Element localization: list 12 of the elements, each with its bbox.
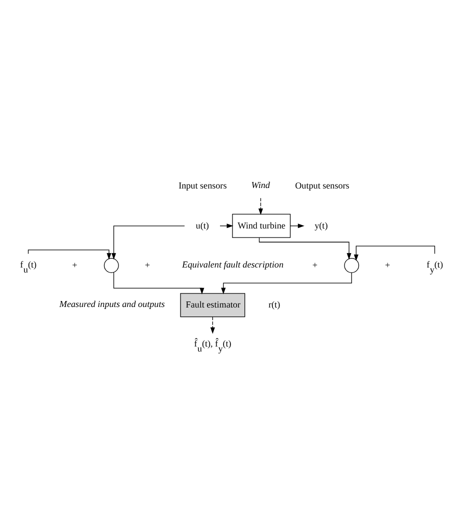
label: + [72, 259, 78, 270]
node-text: y(t) [314, 220, 328, 230]
label: Input sensors [178, 180, 227, 190]
label: Equivalent fault description [182, 258, 284, 269]
node-text: Wind [251, 180, 270, 190]
label: Output sensors [295, 180, 350, 190]
label: Measured inputs and outputs [59, 298, 165, 308]
label: + [312, 259, 318, 270]
node-label: r(t) [268, 299, 280, 310]
node-text: u(t) [196, 220, 209, 230]
label: + [144, 259, 150, 270]
label: + [385, 259, 390, 270]
